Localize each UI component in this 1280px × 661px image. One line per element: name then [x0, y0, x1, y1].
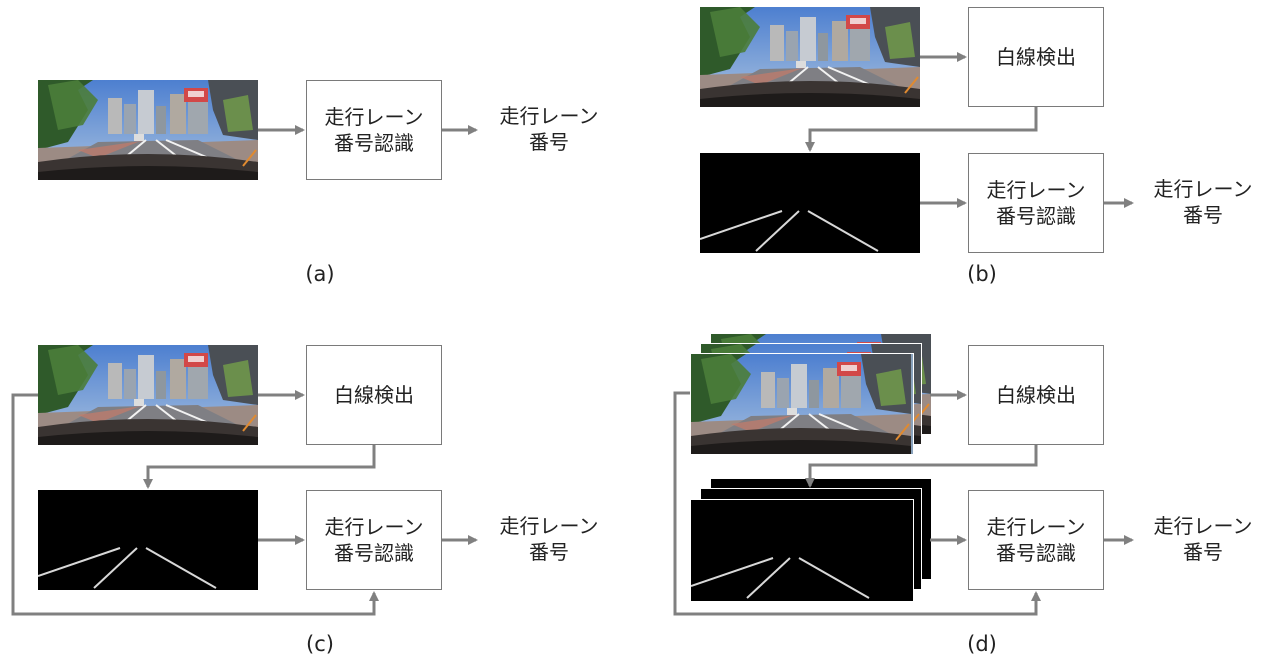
- lane-mask-drawing: [700, 153, 920, 253]
- lane-detection-box-b: 白線検出: [968, 7, 1104, 107]
- box-label: 白線検出: [996, 383, 1076, 407]
- output-line1: 走行レーン: [499, 104, 599, 128]
- input-image-stack-front: [690, 353, 914, 455]
- box-label-line2: 番号認識: [996, 541, 1076, 565]
- caption-c: (c): [306, 632, 334, 656]
- lane-mask-b: [700, 153, 920, 253]
- output-line1: 走行レーン: [499, 514, 599, 538]
- lane-detection-box-d: 白線検出: [968, 345, 1104, 445]
- road-photo-drawing: [38, 345, 258, 445]
- lane-mask-drawing: [691, 500, 911, 600]
- caption-b: (b): [967, 262, 997, 286]
- output-line1: 走行レーン: [1153, 177, 1253, 201]
- lane-mask-stack-front: [690, 499, 914, 602]
- lane-recognition-box-b: 走行レーン 番号認識: [968, 153, 1104, 253]
- lane-detection-box-c: 白線検出: [306, 345, 442, 445]
- road-photo-drawing: [700, 7, 920, 107]
- output-line2: 番号: [1183, 203, 1223, 227]
- output-line2: 番号: [1183, 540, 1223, 564]
- box-label-line1: 走行レーン: [986, 178, 1086, 202]
- arrow-d-image-bypass: [673, 391, 1041, 616]
- caption-a: (a): [305, 262, 335, 286]
- arrow-b-detection-to-mask: [805, 107, 1038, 152]
- output-label-c: 走行レーン 番号: [484, 513, 614, 565]
- road-photo-drawing: [38, 80, 258, 180]
- output-line1: 走行レーン: [1153, 514, 1253, 538]
- box-label-line2: 番号認識: [996, 204, 1076, 228]
- lane-mask-drawing: [38, 490, 258, 590]
- output-label-a: 走行レーン 番号: [484, 103, 614, 155]
- box-label: 白線検出: [996, 45, 1076, 69]
- arrow-d-detection-to-mask: [805, 445, 1038, 488]
- output-line2: 番号: [529, 540, 569, 564]
- box-label-line1: 走行レーン: [324, 515, 424, 539]
- box-label-line1: 走行レーン: [324, 105, 424, 129]
- input-image-b: [700, 7, 920, 107]
- output-label-b: 走行レーン 番号: [1138, 176, 1268, 228]
- lane-recognition-box-c: 走行レーン 番号認識: [306, 490, 442, 590]
- box-label: 白線検出: [334, 383, 414, 407]
- box-label-line2: 番号認識: [334, 541, 414, 565]
- output-line2: 番号: [529, 130, 569, 154]
- arrow-c-image-bypass: [11, 393, 379, 616]
- box-label-line2: 番号認識: [334, 131, 414, 155]
- lane-recognition-box-d: 走行レーン 番号認識: [968, 490, 1104, 590]
- road-photo-drawing: [691, 354, 911, 454]
- box-label-line1: 走行レーン: [986, 515, 1086, 539]
- input-image-c: [38, 345, 258, 445]
- input-image-a: [38, 80, 258, 180]
- caption-d: (d): [967, 632, 997, 656]
- lane-mask-c: [38, 490, 258, 590]
- lane-recognition-box-a: 走行レーン 番号認識: [306, 80, 442, 180]
- output-label-d: 走行レーン 番号: [1138, 513, 1268, 565]
- arrow-c-detection-to-mask: [143, 445, 376, 489]
